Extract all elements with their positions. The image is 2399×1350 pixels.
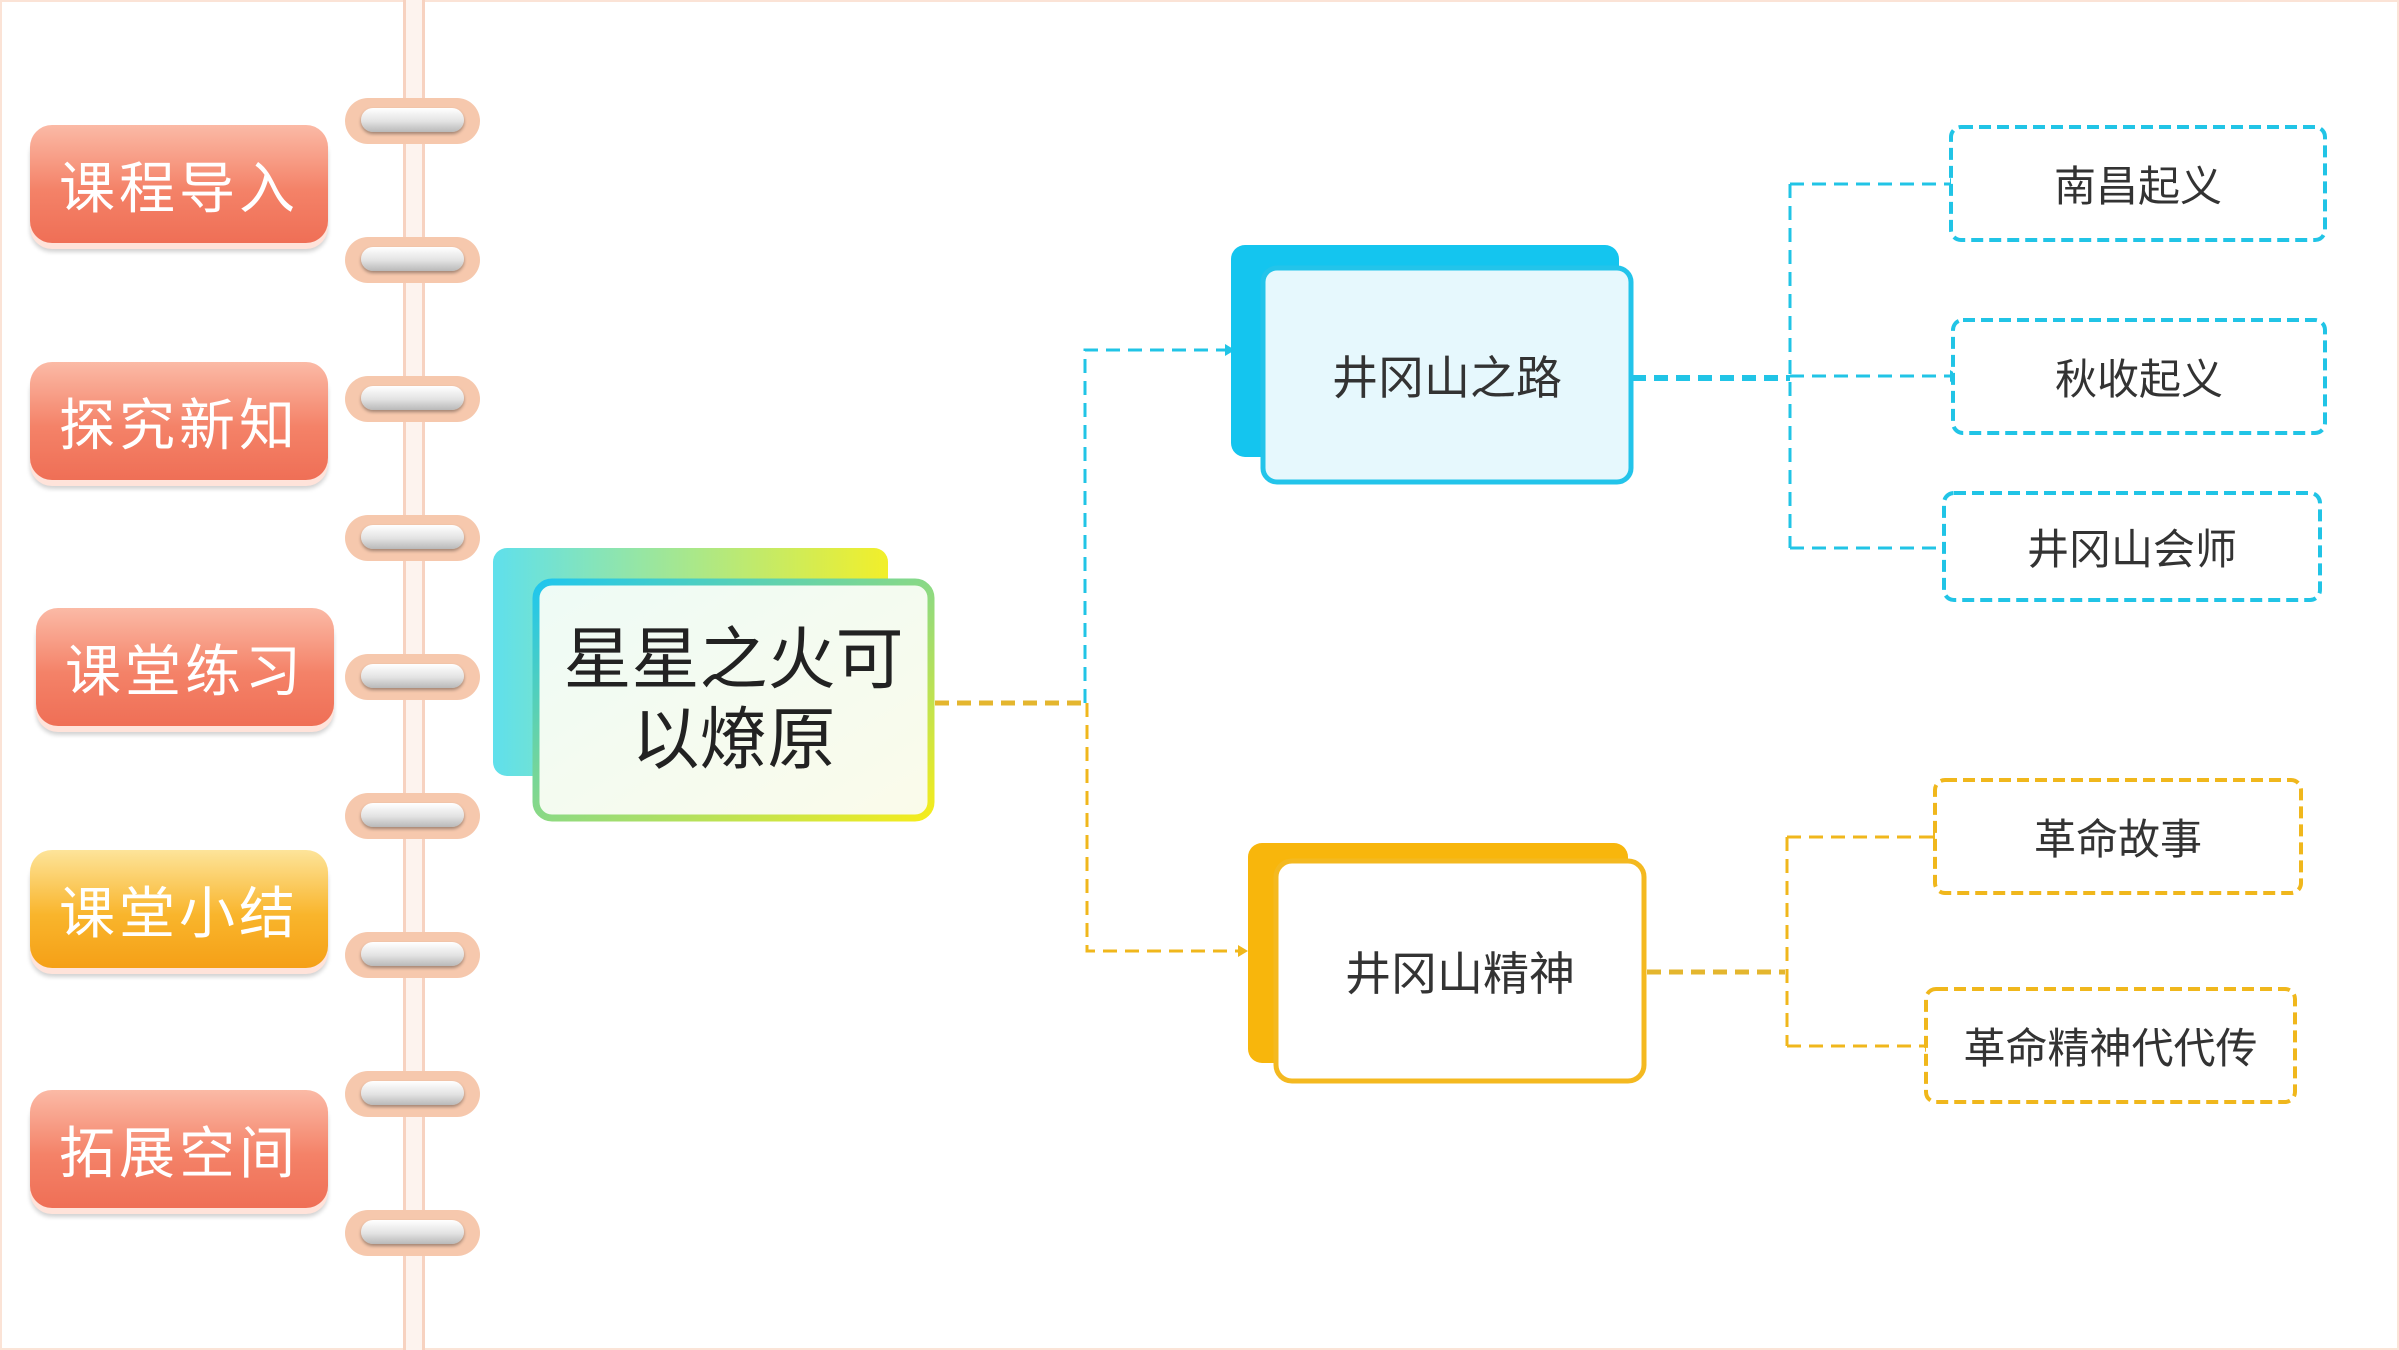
binder-ring [345, 932, 480, 978]
binder-ring [345, 98, 480, 144]
branch-jinggangshan-road[interactable]: 井冈山之路 [1332, 351, 1562, 405]
tab-extension[interactable]: 拓展空间 [30, 1090, 328, 1208]
child-autumn-harvest-uprising[interactable]: 秋收起义 [2054, 355, 2223, 404]
root-topic[interactable]: 星星之火可以燎原 [563, 621, 904, 780]
child-jinggangshan-meeting[interactable]: 井冈山会师 [2026, 525, 2237, 574]
tab-class-practice[interactable]: 课堂练习 [36, 608, 334, 726]
binder-ring [345, 654, 480, 700]
child-revolution-stories[interactable]: 革命故事 [2033, 815, 2202, 864]
tab-class-summary[interactable]: 课堂小结 [30, 850, 328, 968]
binder-ring [345, 237, 480, 283]
binder-ring [345, 793, 480, 839]
binder-ring [345, 1071, 480, 1117]
tab-course-intro[interactable]: 课程导入 [30, 125, 328, 243]
tab-explore-new[interactable]: 探究新知 [30, 362, 328, 480]
binder-ring [345, 1210, 480, 1256]
branch-jinggangshan-spirit[interactable]: 井冈山精神 [1345, 947, 1575, 1001]
child-revolution-spirit-legacy[interactable]: 革命精神代代传 [1963, 1024, 2258, 1073]
binder-ring [345, 376, 480, 422]
child-nanchang-uprising[interactable]: 南昌起义 [2053, 162, 2222, 211]
binder-ring [345, 515, 480, 561]
